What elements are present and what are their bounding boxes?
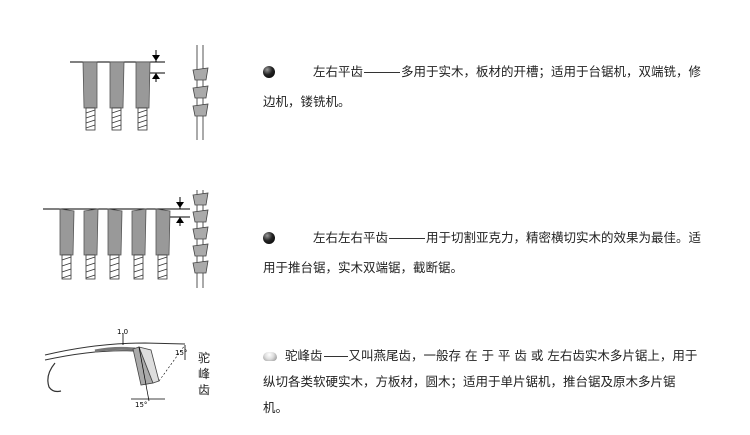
angle-label-right: 15° [175, 349, 187, 357]
row-alternate-flat-teeth: 左右左右平齿 用于切割亚克力，精密横切实木的效果为最佳。适 用于推台锯，实木双端锯… [263, 223, 733, 283]
angle-label-bottom: 15° [135, 401, 147, 409]
flat-teeth-diagram [70, 45, 209, 140]
tooth-name: 驼峰齿 [285, 348, 323, 363]
row-camel-hump-teeth: 驼峰齿 又叫燕尾齿，一般存 在 于 平 齿 或 左右齿实木多片锯上，用于 纵切各类… [263, 343, 733, 433]
row-line-2: 用于推台锯，实木双端锯，截断锯。 [263, 260, 464, 275]
dash-separator [389, 238, 426, 239]
row-line-2: 边机，镂铣机。 [263, 94, 351, 109]
offset-label: 1.0 [117, 328, 128, 336]
tooth-name: 左右左右平齿 [313, 230, 389, 245]
vertical-char-2: 峰 [197, 367, 210, 381]
row-line-1: 驼峰齿 又叫燕尾齿，一般存 在 于 平 齿 或 左右齿实木多片锯上，用于 [285, 343, 697, 369]
row-flat-teeth: 左右平齿 多用于实木，板材的开槽；适用于台锯机，双端铣，修 边机，镂铣机。 [263, 57, 733, 117]
row-line-2: 纵切各类软硬实木，方板材，圆木；适用于单片锯机，推台锯及原木多片锯 [263, 374, 676, 389]
row-line-1: 左右平齿 多用于实木，板材的开槽；适用于台锯机，双端铣，修 [313, 57, 701, 87]
description: 多用于实木，板材的开槽；适用于台锯机，双端铣，修 [401, 64, 702, 79]
tooth-name: 左右平齿 [313, 64, 364, 79]
row-line-3: 机。 [263, 400, 289, 415]
camel-hump-vertical-label: 驼 峰 齿 [197, 350, 211, 398]
dash-separator [323, 356, 348, 357]
alternate-flat-teeth-diagram [43, 190, 209, 288]
dash-separator [364, 72, 401, 73]
description: 用于切割亚克力，精密横切实木的效果为最佳。适 [426, 230, 702, 245]
vertical-char-3: 齿 [197, 383, 210, 397]
description: 又叫燕尾齿，一般存 在 于 平 齿 或 左右齿实木多片锯上，用于 [348, 348, 698, 363]
bullet-icon [263, 66, 275, 78]
vertical-char-1: 驼 [197, 351, 210, 365]
bullet-icon [263, 232, 275, 244]
camel-hump-tooth-diagram: 1.0 15° 15° [44, 328, 187, 409]
row-line-1: 左右左右平齿 用于切割亚克力，精密横切实木的效果为最佳。适 [313, 223, 701, 253]
bullet-icon [263, 352, 277, 361]
